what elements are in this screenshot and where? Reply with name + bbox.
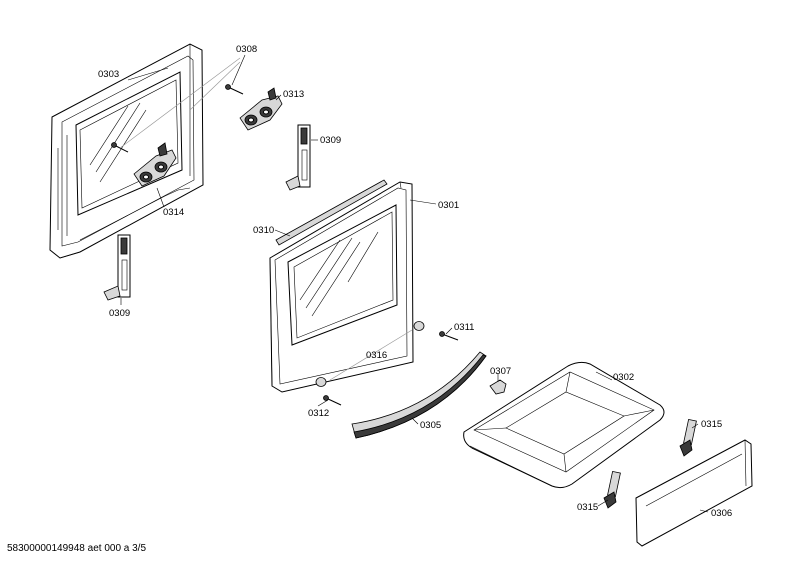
label-0308: 0308 <box>236 44 257 55</box>
part-0314-hinge-bracket <box>133 142 177 187</box>
part-0312-screw <box>315 377 342 406</box>
part-0308-screw <box>111 84 244 153</box>
label-0316: 0316 <box>366 350 387 361</box>
label-0303: 0303 <box>98 69 119 80</box>
part-0302-tray <box>463 361 665 489</box>
part-0309-hinge-upper <box>285 124 311 191</box>
label-0315-upper: 0315 <box>701 419 722 430</box>
part-0309-hinge-lower <box>103 234 131 301</box>
part-labels: 0303 0308 0313 0309 0314 0309 0301 0310 … <box>98 44 732 519</box>
label-0314: 0314 <box>163 207 184 218</box>
part-0313-hinge-bracket <box>239 87 283 131</box>
label-0315-lower: 0315 <box>577 502 598 513</box>
part-0315-runner-upper <box>679 418 697 457</box>
part-0315-runner-lower <box>603 470 621 509</box>
drawing-reference-footer: 58300000149948 aet 000 a 3/5 <box>7 543 147 554</box>
label-0305: 0305 <box>420 420 441 431</box>
leader-lines <box>119 54 709 513</box>
label-0311: 0311 <box>454 322 474 333</box>
label-0312: 0312 <box>308 408 329 419</box>
label-0301: 0301 <box>438 200 459 211</box>
part-0305-handle <box>351 351 487 439</box>
label-0309-upper: 0309 <box>320 135 341 146</box>
label-0307: 0307 <box>490 366 511 377</box>
part-0311-screw <box>413 321 459 341</box>
label-0313: 0313 <box>283 89 304 100</box>
label-0309-lower: 0309 <box>109 308 130 319</box>
part-0310-seal-strip <box>275 179 388 246</box>
label-0302: 0302 <box>613 372 634 383</box>
part-0301-outer-door <box>269 181 414 393</box>
label-0310: 0310 <box>253 225 274 236</box>
part-0307-clip <box>489 379 507 395</box>
label-0306: 0306 <box>711 508 732 519</box>
part-0306-drawer-front <box>635 439 753 547</box>
